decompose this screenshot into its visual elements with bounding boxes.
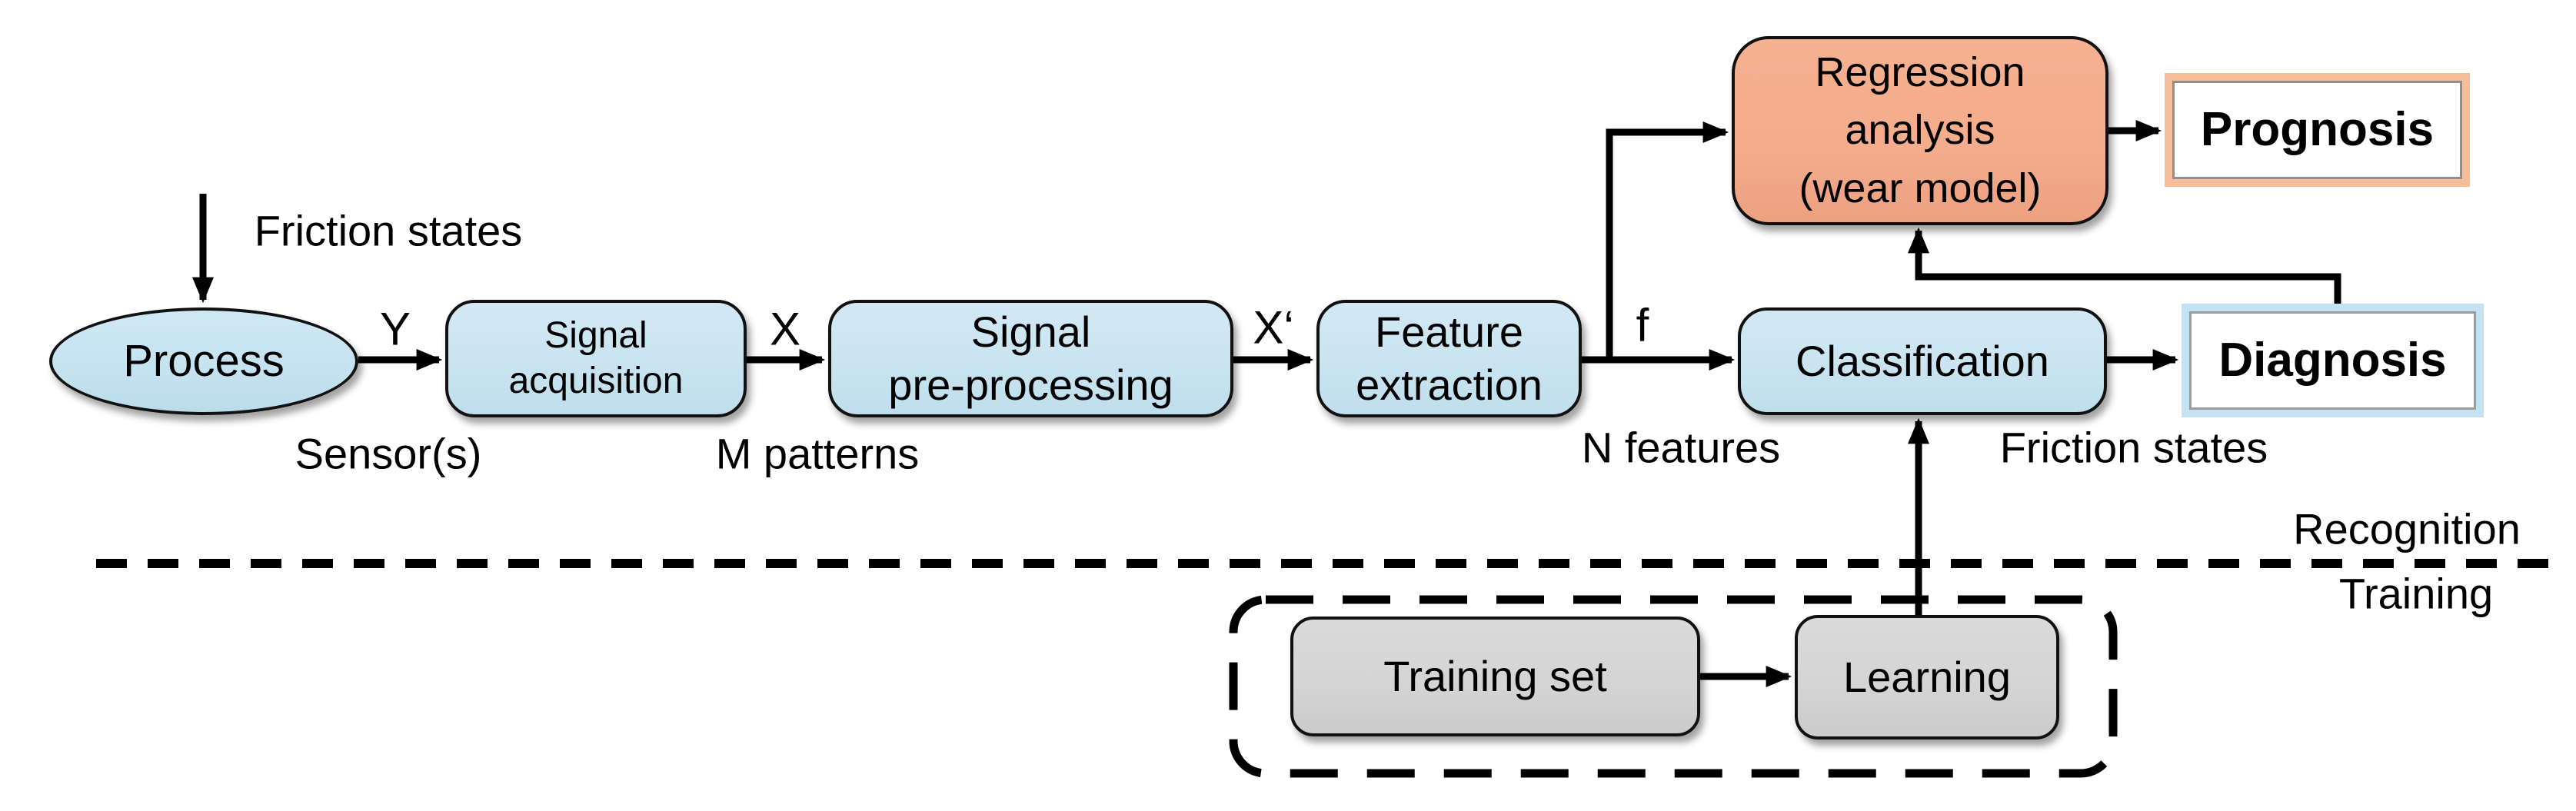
- node-training-set-label: Training set: [1383, 651, 1607, 700]
- label-x-prime: X‘: [1253, 301, 1294, 354]
- node-classification-label: Classification: [1796, 336, 2049, 385]
- node-signal-preprocessing-label: Signal pre-processing: [888, 307, 1173, 409]
- node-learning-label: Learning: [1843, 652, 2011, 701]
- node-prognosis: Prognosis: [2165, 73, 2470, 187]
- node-training-set: Training set: [1290, 617, 1700, 736]
- label-y: Y: [379, 303, 411, 355]
- node-process-label: Process: [123, 335, 285, 386]
- node-feature-extraction: Feature extraction: [1316, 300, 1582, 417]
- node-regression-analysis-label: Regression analysis (wear model): [1799, 48, 2042, 211]
- label-region-recognition: Recognition: [2293, 504, 2521, 553]
- label-region-training: Training: [2338, 569, 2494, 618]
- arrow-features-to-regression: [1606, 121, 1729, 360]
- node-diagnosis-label: Diagnosis: [2218, 334, 2447, 387]
- arrow-diagnosis-to-regression: [1908, 227, 2341, 304]
- node-signal-preprocessing: Signal pre-processing: [828, 300, 1233, 417]
- node-feature-extraction-label: Feature extraction: [1356, 307, 1543, 409]
- label-m-patterns: M patterns: [715, 429, 920, 478]
- label-x: X: [769, 303, 801, 355]
- node-regression-analysis: Regression analysis (wear model): [1732, 36, 2108, 225]
- node-classification: Classification: [1738, 307, 2107, 415]
- node-process: Process: [49, 307, 358, 415]
- label-sensors: Sensor(s): [295, 429, 482, 478]
- label-friction-states-training: Friction states: [1999, 423, 2268, 472]
- node-prognosis-label: Prognosis: [2200, 103, 2435, 157]
- node-diagnosis: Diagnosis: [2182, 304, 2484, 417]
- node-signal-acquisition-label: Signal acquisition: [508, 314, 684, 401]
- label-f: f: [1636, 299, 1649, 351]
- label-n-features: N features: [1581, 423, 1781, 472]
- label-friction-states-input: Friction states: [254, 206, 523, 255]
- node-signal-acquisition: Signal acquisition: [445, 300, 747, 417]
- node-learning: Learning: [1795, 615, 2059, 740]
